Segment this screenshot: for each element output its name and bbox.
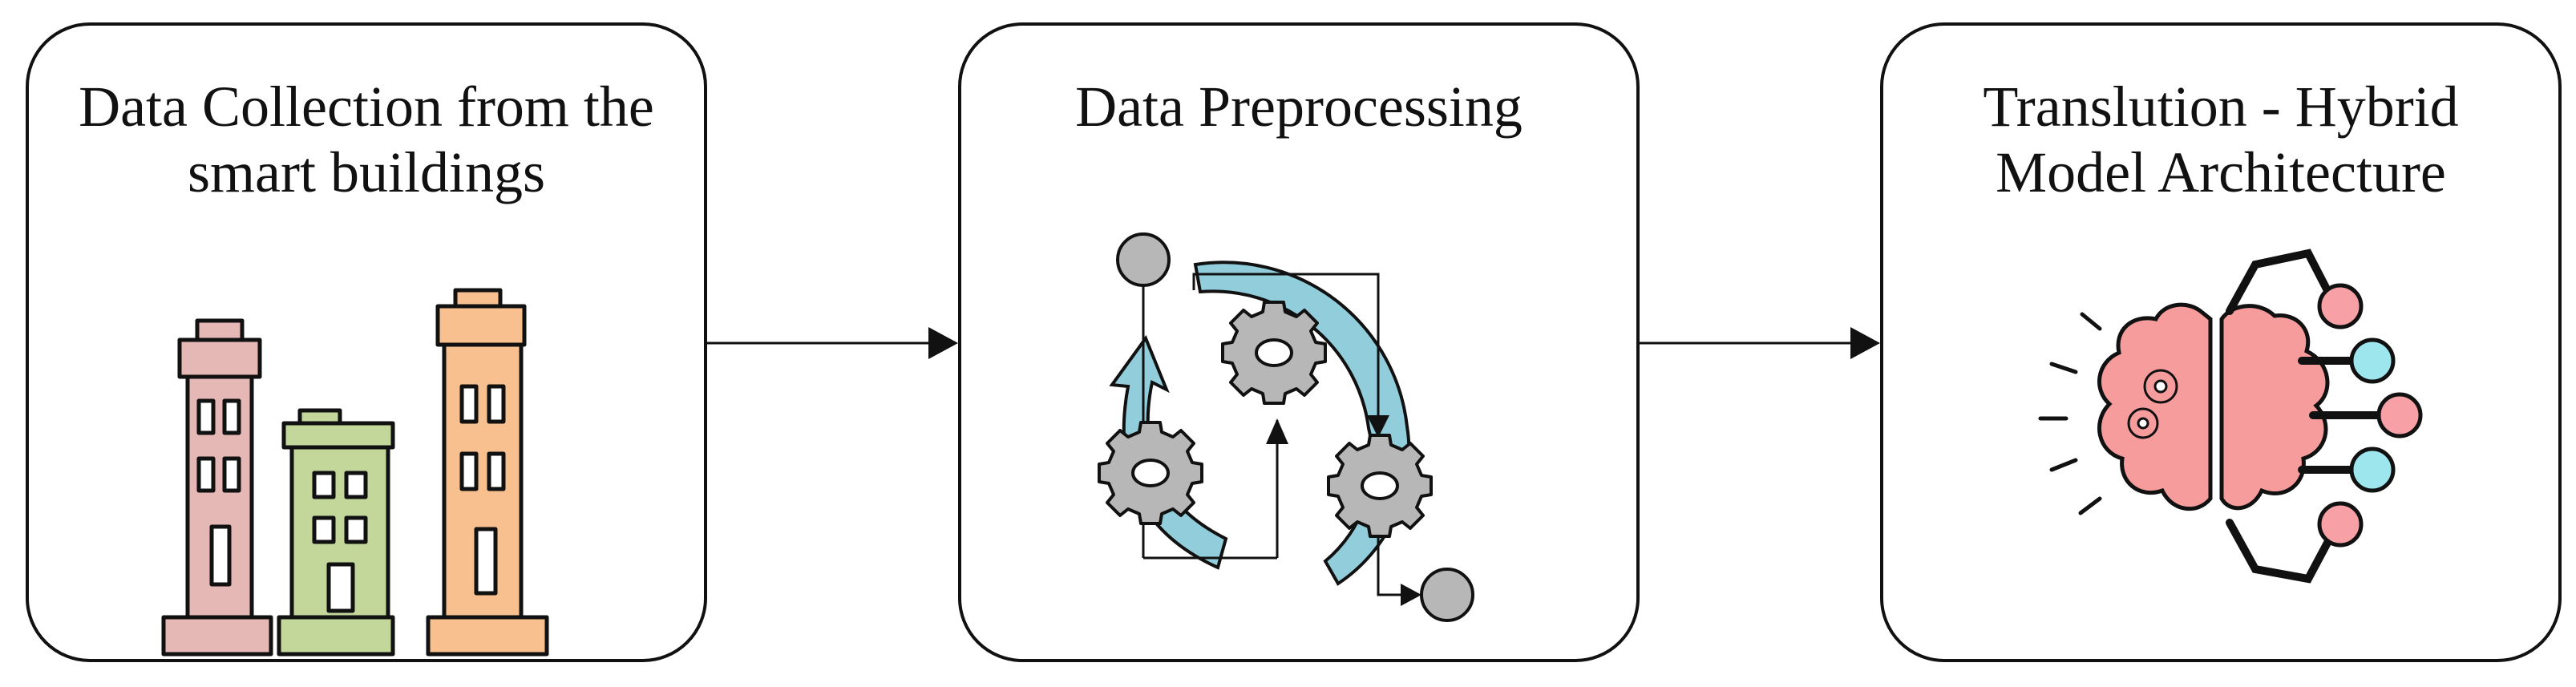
cycle-arrow bbox=[1193, 261, 1411, 586]
step-box-data-collection: Data Collection from the smart buildings bbox=[26, 22, 707, 662]
gear-cycle-icon bbox=[1098, 232, 1474, 622]
step-title-data-collection: Data Collection from the smart buildings bbox=[29, 74, 704, 205]
arrow-collection-to-preprocessing bbox=[707, 327, 958, 359]
step-title-hybrid-model: Translution - Hybrid Model Architecture bbox=[1883, 74, 2558, 205]
title-line: Data Collection from the bbox=[79, 75, 654, 139]
brain-network-icon bbox=[2038, 249, 2423, 584]
title-line: smart buildings bbox=[188, 140, 545, 204]
step-box-data-preprocessing: Data Preprocessing bbox=[958, 22, 1640, 662]
buildings-icon bbox=[161, 288, 549, 657]
brain-right-half bbox=[2219, 304, 2330, 511]
gear-right bbox=[1327, 434, 1433, 538]
arrow-preprocessing-to-model bbox=[1640, 327, 1880, 359]
title-line: Model Architecture bbox=[1996, 140, 2446, 204]
gear-left bbox=[1098, 421, 1203, 525]
end-node bbox=[1420, 568, 1474, 622]
title-line: Data Preprocessing bbox=[1075, 75, 1523, 139]
title-line: Translution - Hybrid bbox=[1983, 75, 2459, 139]
gear-top bbox=[1221, 301, 1327, 405]
start-node bbox=[1116, 232, 1171, 287]
step-title-data-preprocessing: Data Preprocessing bbox=[961, 74, 1636, 139]
step-box-hybrid-model: Translution - Hybrid Model Architecture bbox=[1880, 22, 2562, 662]
brain-left-half bbox=[2097, 302, 2213, 511]
